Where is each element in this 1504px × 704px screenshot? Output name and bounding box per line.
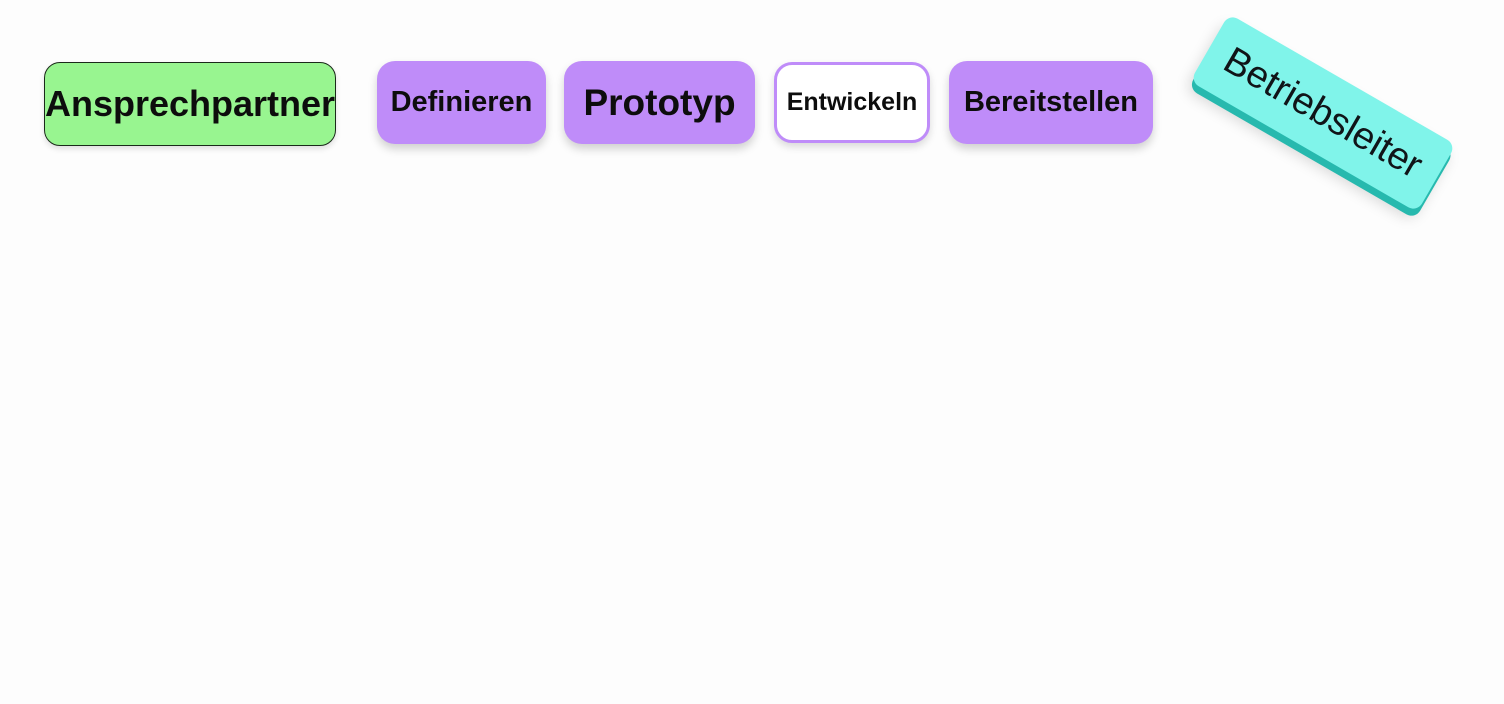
role-tag[interactable]: Betriebsleiter [1190, 13, 1456, 213]
stage-label: Entwickeln [786, 88, 918, 116]
stage-label: Prototyp [583, 81, 736, 123]
stage-entwickeln[interactable]: Entwickeln [774, 62, 930, 143]
stage-definieren[interactable]: Definieren [377, 61, 546, 144]
stage-label: Bereitstellen [963, 86, 1139, 118]
contact-node[interactable]: Ansprechpartner [44, 62, 336, 146]
role-tag-label: Betriebsleiter [1216, 38, 1430, 187]
stage-bereitstellen[interactable]: Bereitstellen [949, 61, 1153, 144]
stage-prototyp[interactable]: Prototyp [564, 61, 755, 144]
stage-label: Definieren [390, 86, 533, 118]
contact-node-label: Ansprechpartner [44, 83, 336, 124]
